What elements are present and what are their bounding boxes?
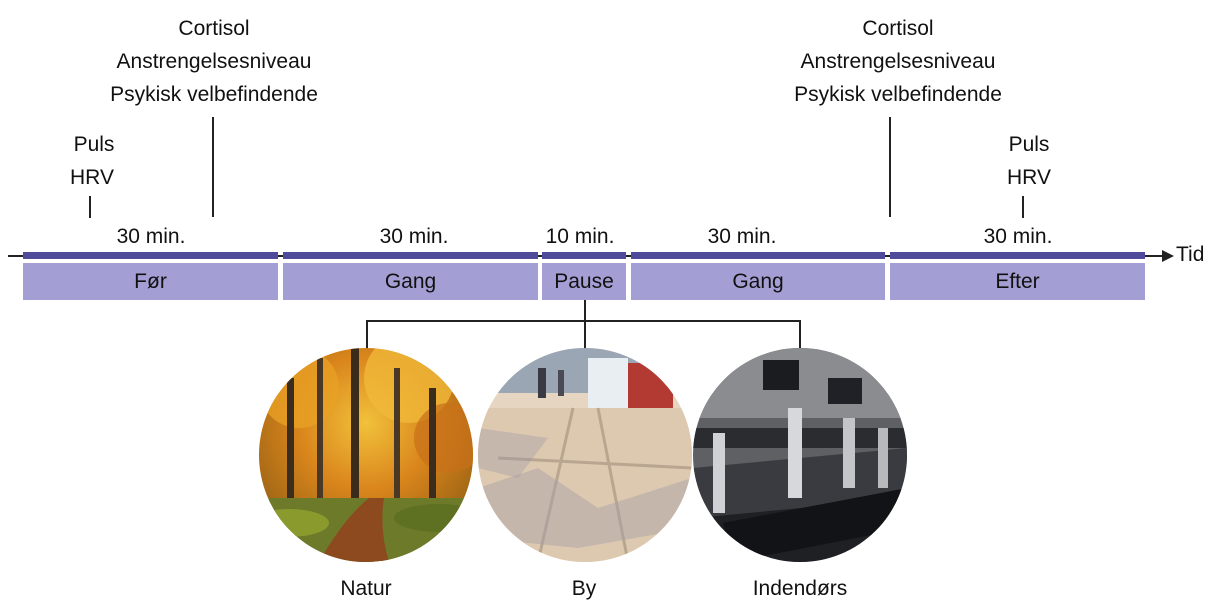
left-top-label-2: Anstrengelsesniveau <box>116 50 312 73</box>
timeline-segment-4 <box>631 252 885 259</box>
phase-box-pause: Pause <box>542 263 626 300</box>
duration-label-3: 10 min. <box>545 225 615 248</box>
right-cortisol-marker <box>889 117 891 217</box>
timeline-segment-1 <box>23 252 278 259</box>
left-top-label-3: Psykisk velbefindende <box>110 83 318 106</box>
phase-box-before: Før <box>23 263 278 300</box>
duration-label-4: 30 min. <box>707 225 777 248</box>
bracket-left-drop <box>366 320 368 350</box>
left-top-label-1: Cortisol <box>178 17 250 40</box>
indoor-image <box>693 348 907 562</box>
left-bottom-label-2: HRV <box>70 166 114 189</box>
timeline-segment-2 <box>283 252 538 259</box>
condition-label-city: By <box>571 577 597 600</box>
left-bottom-label-1: Puls <box>73 133 115 156</box>
duration-label-2: 30 min. <box>379 225 449 248</box>
left-cortisol-marker <box>212 117 214 217</box>
phase-box-walk-2: Gang <box>631 263 885 300</box>
duration-label-5: 30 min. <box>983 225 1053 248</box>
right-bottom-label-2: HRV <box>1007 166 1051 189</box>
time-axis-label: Tid <box>1176 243 1205 266</box>
bracket-center-stem <box>584 300 586 350</box>
right-top-label-2: Anstrengelsesniveau <box>800 50 996 73</box>
left-pulse-marker <box>89 196 91 218</box>
condition-label-indoor: Indendørs <box>752 577 848 600</box>
timeline-segment-5 <box>890 252 1145 259</box>
right-top-label-1: Cortisol <box>862 17 934 40</box>
condition-label-nature: Natur <box>340 577 392 600</box>
time-axis-arrowhead <box>1162 250 1174 262</box>
bracket-right-drop <box>799 320 801 350</box>
duration-label-1: 30 min. <box>116 225 186 248</box>
bracket-horizontal <box>366 320 800 322</box>
city-image <box>478 348 692 562</box>
phase-box-walk-1: Gang <box>283 263 538 300</box>
timeline-segment-3 <box>542 252 626 259</box>
right-bottom-label-1: Puls <box>1008 133 1050 156</box>
phase-box-after: Efter <box>890 263 1145 300</box>
right-pulse-marker <box>1022 196 1024 218</box>
nature-image <box>259 348 473 562</box>
right-top-label-3: Psykisk velbefindende <box>794 83 1002 106</box>
